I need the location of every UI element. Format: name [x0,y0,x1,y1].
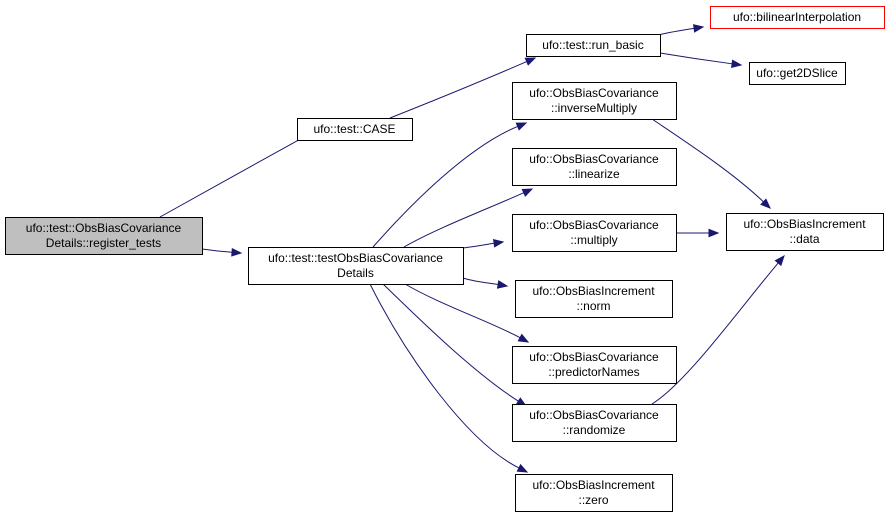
node-box [248,247,464,285]
node-box [515,280,673,318]
node-box [512,346,677,384]
edge-test-obs-bias-cov-details-to-zero [369,283,529,473]
edge-run-basic-to-bilinear-interpolation [657,24,705,36]
node-label-line: ufo::bilinearInterpolation [733,10,861,24]
node-label-line: ufo::ObsBiasIncrement [532,284,655,298]
arrowhead [731,59,743,69]
edge-multiply-to-increment-data [676,228,720,238]
node-linearize[interactable]: ufo::ObsBiasCovariance::linearize [512,148,677,186]
node-label-line: ::zero [578,493,608,507]
edge-test-obs-bias-cov-details-to-inverse-multiply [372,122,528,248]
edge-inverse-multiply-to-increment-data [651,118,771,209]
node-multiply[interactable]: ufo::ObsBiasCovariance::multiply [512,214,677,252]
node-randomize[interactable]: ufo::ObsBiasCovariance::randomize [512,404,677,442]
edge-line [369,283,520,469]
node-label-line: ufo::ObsBiasIncrement [743,217,866,231]
edge-line [389,61,527,119]
node-box [297,118,413,141]
edge-register-tests-to-test-obs-bias-cov-details [201,247,243,257]
edges-layer [159,24,785,473]
arrowhead [496,280,509,289]
node-box [512,214,677,252]
edge-line [404,283,521,339]
node-label-line: Details::register_tests [46,236,161,250]
node-label-line: ::multiply [570,233,617,247]
edge-run-basic-to-get2d-slice [659,52,743,69]
node-increment-data[interactable]: ufo::ObsBiasIncrement::data [726,213,884,251]
edge-line [462,277,499,286]
node-box [515,474,673,512]
edge-test-obs-bias-cov-details-to-norm [462,277,509,289]
edge-randomize-to-increment-data [651,254,785,405]
node-bilinear-interpolation[interactable]: ufo::bilinearInterpolation [710,6,885,29]
node-label-line: ::data [789,232,819,246]
arrowhead [760,198,771,209]
node-label-line: ufo::ObsBiasCovariance [529,86,659,100]
node-test-case[interactable]: ufo::test::CASE [297,118,413,141]
edge-line [159,134,308,218]
node-box [512,82,677,120]
node-label-line: ::norm [576,299,610,313]
node-zero[interactable]: ufo::ObsBiasIncrement::zero [515,474,673,512]
nodes-layer: ufo::test::ObsBiasCovarianceDetails::reg… [5,6,885,512]
node-norm[interactable]: ufo::ObsBiasIncrement::norm [515,280,673,318]
node-label-line: ::predictorNames [548,365,639,379]
edge-test-case-to-run-basic [389,57,537,119]
node-predictor-names[interactable]: ufo::ObsBiasCovariance::predictorNames [512,346,677,384]
edge-line [651,118,764,203]
edge-line [462,242,495,249]
node-label-line: ufo::ObsBiasCovariance [529,350,659,364]
node-run-basic[interactable]: ufo::test::run_basic [526,34,661,57]
node-box [726,213,884,251]
node-box [512,404,677,442]
arrowhead [521,188,534,197]
node-label-line: ufo::test::CASE [313,122,395,136]
node-box [749,62,846,85]
node-label-line: ::linearize [568,167,620,181]
edge-register-tests-to-test-case [159,130,317,218]
edge-line [403,192,525,248]
edge-line [382,283,519,402]
node-label-line: ufo::get2DSlice [756,66,838,80]
node-get2d-slice[interactable]: ufo::get2DSlice [749,62,846,85]
arrowhead [517,333,530,343]
arrowhead [515,122,528,131]
edge-line [659,52,733,65]
node-box [512,148,677,186]
node-label-line: ::inverseMultiply [551,101,637,115]
arrowhead [774,254,785,267]
node-label-line: ufo::test::testObsBiasCovariance [268,251,443,265]
arrowhead [516,463,529,473]
edge-test-obs-bias-cov-details-to-multiply [462,239,505,249]
edge-test-obs-bias-cov-details-to-linearize [403,188,534,248]
edge-test-obs-bias-cov-details-to-predictor-names [404,283,530,343]
node-box [526,34,661,57]
arrowhead [231,247,243,257]
node-label-line: ufo::test::ObsBiasCovariance [26,221,182,235]
node-label-line: ufo::ObsBiasCovariance [529,218,659,232]
arrowhead [708,228,720,238]
edge-line [372,125,518,248]
arrowhead [492,239,505,248]
node-box [5,217,203,255]
node-label-line: ufo::ObsBiasCovariance [529,408,659,422]
node-inverse-multiply[interactable]: ufo::ObsBiasCovariance::inverseMultiply [512,82,677,120]
edge-line [201,248,233,253]
arrowhead [692,24,705,33]
edge-line [657,27,695,36]
node-box [710,6,885,29]
arrowhead [524,57,537,66]
node-label-line: ::randomize [563,423,626,437]
node-label-line: ufo::test::run_basic [542,38,643,52]
node-label-line: ufo::ObsBiasCovariance [529,152,659,166]
node-label-line: Details [337,266,374,280]
node-label-line: ufo::ObsBiasIncrement [532,478,655,492]
node-register-tests[interactable]: ufo::test::ObsBiasCovarianceDetails::reg… [5,217,203,255]
edge-line [651,262,779,405]
